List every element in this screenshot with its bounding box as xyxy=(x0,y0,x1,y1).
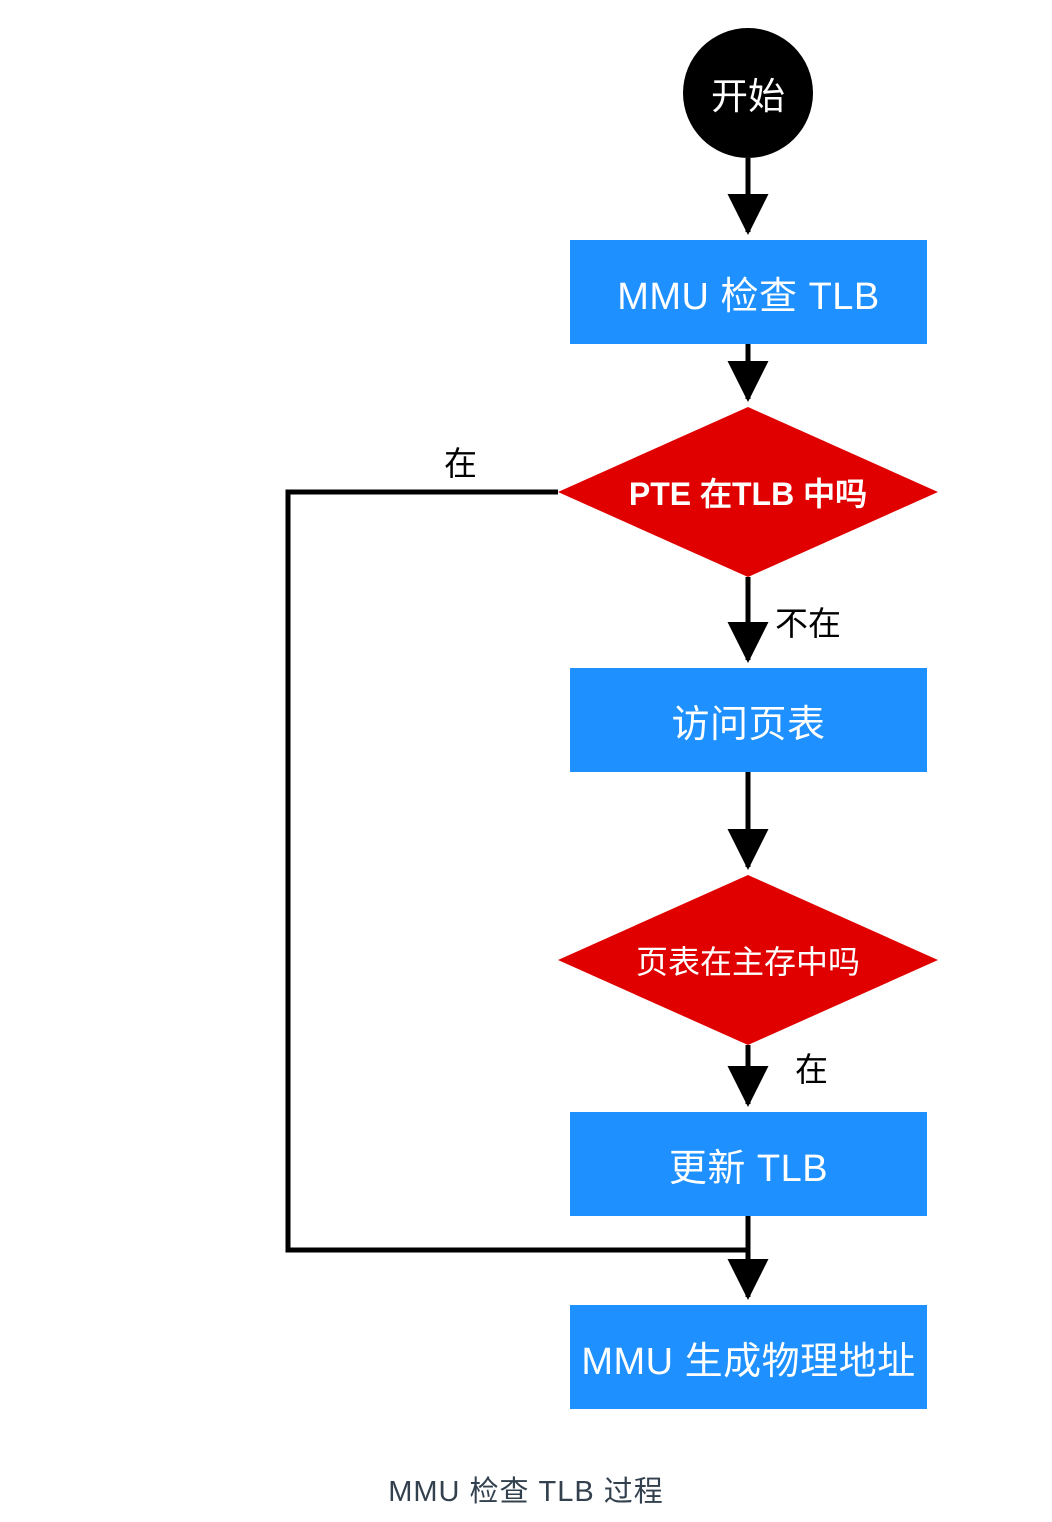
edge-label-yes-in-memory: 在 xyxy=(795,1051,828,1088)
diagram-caption: MMU 检查 TLB 过程 xyxy=(388,1476,664,1508)
node-update-tlb xyxy=(570,1112,927,1216)
node-check-tlb xyxy=(570,240,927,344)
node-start xyxy=(683,28,813,158)
node-page-table-in-memory xyxy=(558,875,938,1045)
node-access-page-table xyxy=(570,668,927,772)
node-pte-in-tlb xyxy=(558,407,938,577)
edge-label-yes-in-tlb: 在 xyxy=(444,445,477,482)
edge-label-not-in-tlb: 不在 xyxy=(775,605,841,642)
node-generate-physical-address xyxy=(570,1305,927,1409)
edge-pte-decision-yes-loop xyxy=(285,489,748,1253)
